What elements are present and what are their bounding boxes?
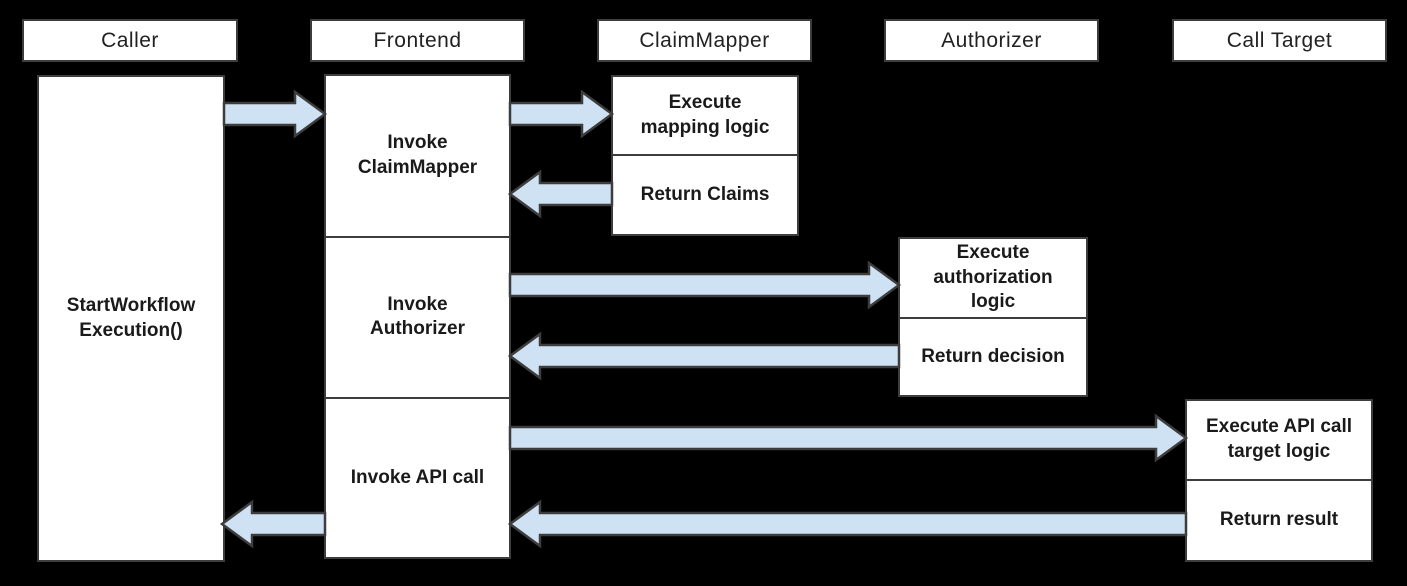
caller-activation-box: StartWorkflow Execution() [37, 75, 225, 562]
lane-header-caller-label: Caller [101, 28, 159, 52]
arrow-authorizer-to-frontend [507, 331, 901, 381]
claimmapper-step-return-claims: Return Claims [613, 154, 797, 234]
call-target-activation-box: Execute API call target logic Return res… [1185, 399, 1373, 562]
start-workflow-execution-label: StartWorkflow Execution() [66, 294, 196, 341]
authorizer-step-return-decision: Return decision [900, 316, 1086, 395]
lane-header-call-target: Call Target [1172, 19, 1387, 62]
claimmapper-step-execute-mapping-logic: Execute mapping logic [640, 91, 770, 138]
call-target-step-return-result: Return result [1187, 479, 1371, 560]
lane-header-caller: Caller [22, 19, 238, 62]
arrow-frontend-to-claimmapper [508, 89, 615, 139]
arrow-call-target-to-frontend [507, 499, 1188, 549]
lane-header-authorizer: Authorizer [884, 19, 1099, 62]
arrow-caller-to-frontend [222, 89, 328, 139]
lane-header-frontend: Frontend [310, 19, 525, 62]
authorizer-activation-box: Execute authorization logic Return decis… [898, 237, 1088, 397]
arrow-claimmapper-to-frontend [507, 169, 614, 219]
frontend-step-invoke-claimmapper: Invoke ClaimMapper [357, 132, 478, 178]
claimmapper-activation-box: Execute mapping logic Return Claims [611, 75, 799, 236]
lane-header-frontend-label: Frontend [373, 28, 462, 52]
arrow-frontend-to-call-target [508, 413, 1189, 463]
lane-header-authorizer-label: Authorizer [941, 28, 1042, 52]
frontend-step-invoke-api-call: Invoke API call [326, 397, 509, 557]
call-target-step-execute-api-call-target-logic: Execute API call target logic [1205, 416, 1353, 462]
lane-header-claimmapper-label: ClaimMapper [639, 28, 770, 52]
lane-header-call-target-label: Call Target [1226, 28, 1333, 52]
lane-header-claimmapper: ClaimMapper [597, 19, 812, 62]
frontend-step-invoke-authorizer: Invoke Authorizer [326, 235, 509, 398]
arrow-frontend-to-caller [219, 499, 327, 549]
arrow-frontend-to-authorizer [508, 260, 902, 310]
frontend-activation-box: Invoke ClaimMapper Invoke Authorizer Inv… [324, 74, 511, 559]
authorizer-step-execute-authorization-logic: Execute authorization logic [933, 241, 1053, 313]
